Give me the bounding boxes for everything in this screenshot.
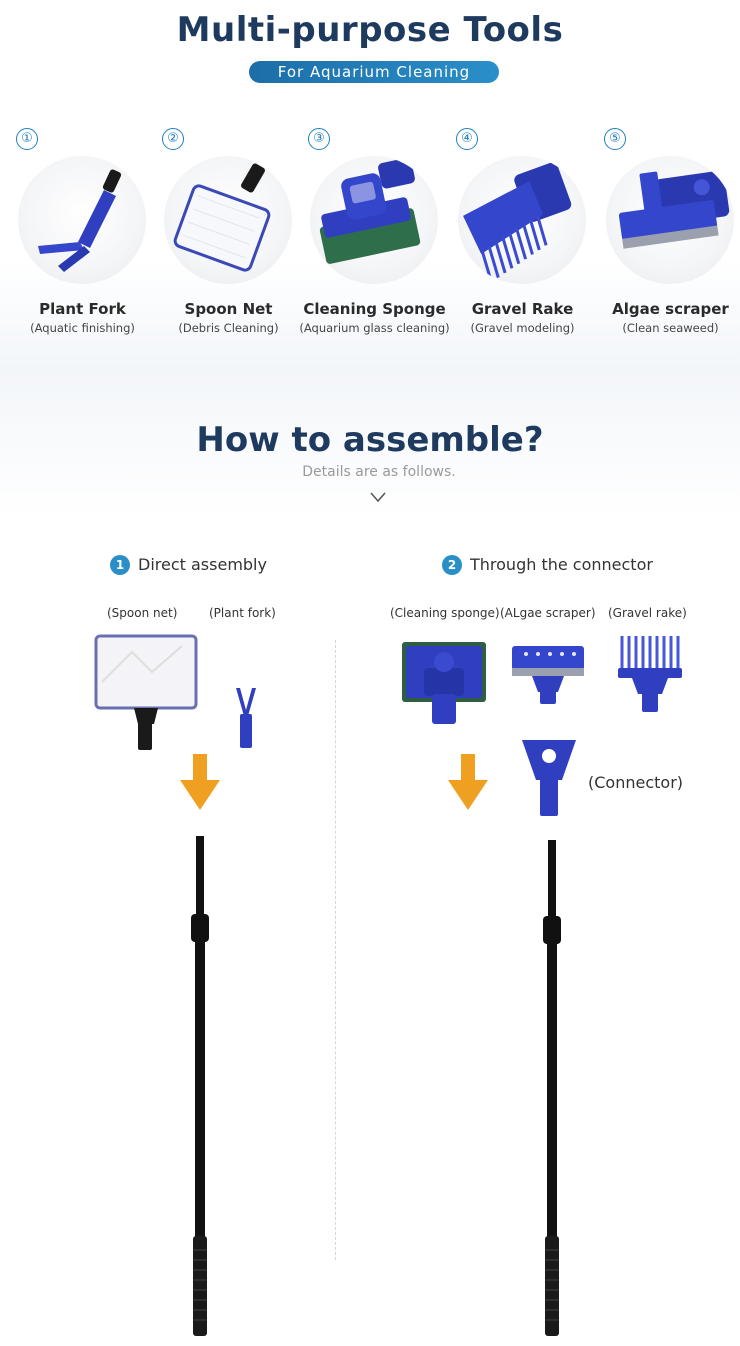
algae-scraper-image xyxy=(606,156,734,284)
tool-name: Spoon Net xyxy=(184,300,273,318)
subtitle-badge: For Aquarium Cleaning xyxy=(249,61,499,83)
tool-description: (Aquarium glass cleaning) xyxy=(299,321,450,335)
step-number: 2 xyxy=(442,555,462,575)
tool-number: ④ xyxy=(456,128,478,150)
plant-fork-image xyxy=(18,156,146,284)
label-spoon-net: (Spoon net) xyxy=(107,606,178,620)
tool-name: Gravel Rake xyxy=(471,300,574,318)
tool-number: ② xyxy=(162,128,184,150)
step-2: 2 Through the connector xyxy=(442,555,653,575)
plant-fork-part-image xyxy=(236,688,256,748)
step-1: 1 Direct assembly xyxy=(110,555,267,575)
telescopic-pole-right-image xyxy=(543,840,561,1336)
tool-name: Algae scraper xyxy=(612,300,729,318)
spoon-net-image xyxy=(164,156,292,284)
step-label: Direct assembly xyxy=(138,555,267,574)
spoon-net-part-image xyxy=(94,634,198,750)
tool-number: ① xyxy=(16,128,38,150)
connector-part-image xyxy=(522,740,576,816)
tool-description: (Gravel modeling) xyxy=(470,321,575,335)
step-number: 1 xyxy=(110,555,130,575)
gravel-rake-part-image xyxy=(618,636,682,712)
label-algae-scraper: (ALgae scraper) xyxy=(500,606,596,620)
telescopic-pole-left-image xyxy=(191,836,209,1336)
gravel-rake-image xyxy=(458,156,586,284)
tool-name: Cleaning Sponge xyxy=(303,300,446,318)
assemble-header-band xyxy=(0,370,740,520)
page-title: Multi-purpose Tools xyxy=(176,10,564,50)
arrow-down-icon xyxy=(448,754,488,810)
cleaning-sponge-part-image xyxy=(402,642,486,724)
label-gravel-rake: (Gravel rake) xyxy=(608,606,687,620)
assemble-title: How to assemble? xyxy=(196,420,544,460)
algae-scraper-part-image xyxy=(512,646,584,704)
cleaning-sponge-image xyxy=(310,156,438,284)
chevron-down-icon xyxy=(370,492,386,503)
column-divider xyxy=(335,640,336,1260)
step-label: Through the connector xyxy=(470,555,653,574)
connector-label: (Connector) xyxy=(588,773,684,792)
tool-name: Plant Fork xyxy=(39,300,126,318)
label-cleaning-sponge: (Cleaning sponge) xyxy=(390,606,500,620)
tool-description: (Aquatic finishing) xyxy=(30,321,135,335)
tool-number: ⑤ xyxy=(604,128,626,150)
tool-number: ③ xyxy=(308,128,330,150)
tool-description: (Clean seaweed) xyxy=(622,321,719,335)
label-plant-fork: (Plant fork) xyxy=(209,606,276,620)
tool-description: (Debris Cleaning) xyxy=(178,321,279,335)
assemble-subtitle: Details are as follows. xyxy=(302,464,456,480)
arrow-down-icon xyxy=(180,754,220,810)
